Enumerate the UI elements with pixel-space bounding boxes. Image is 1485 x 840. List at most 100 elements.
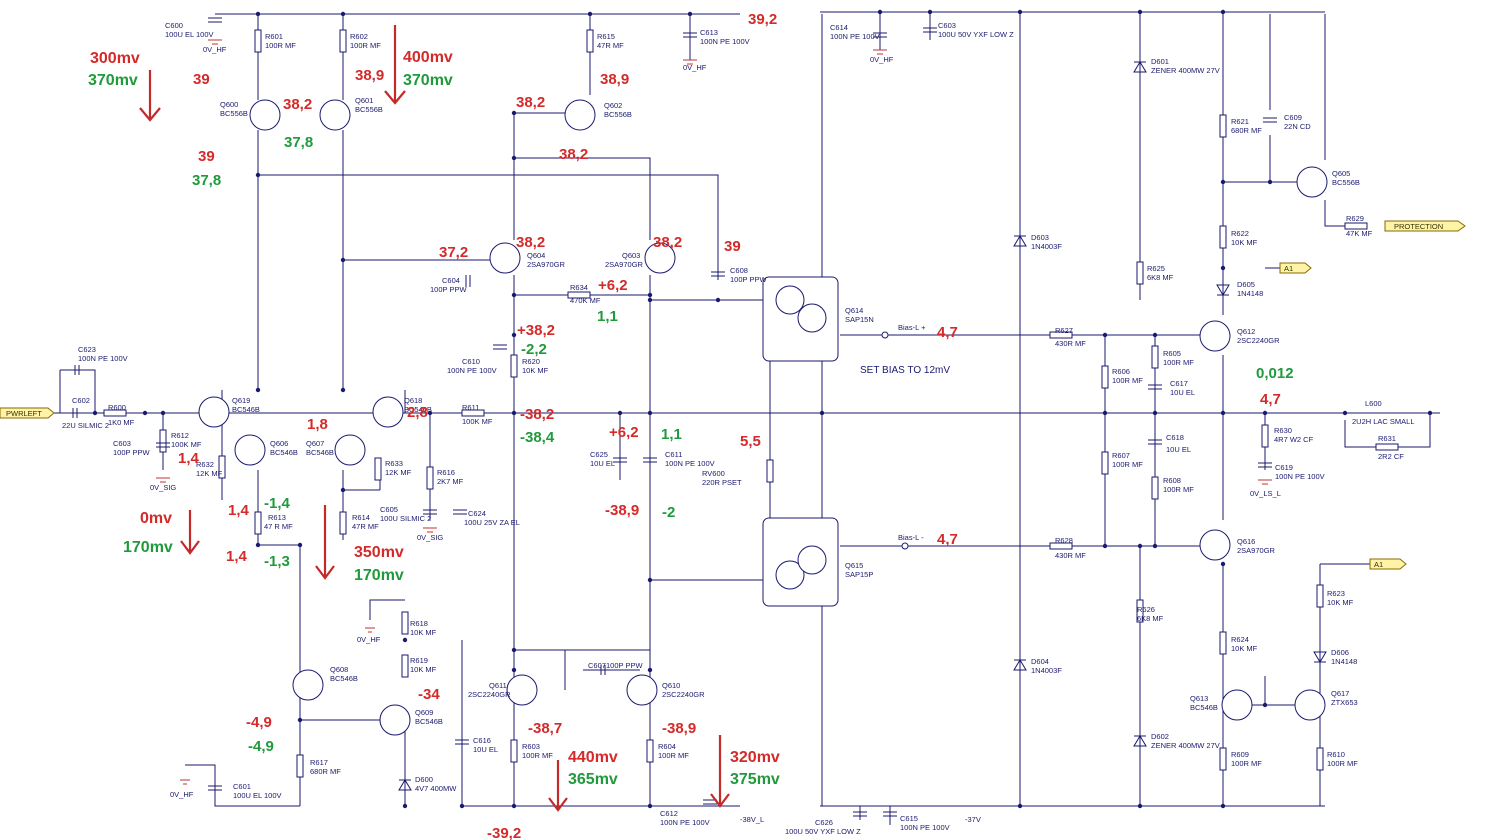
label-q606: Q606 <box>270 439 288 448</box>
red-annotation-arrows <box>139 25 730 812</box>
svg-text:0V_HF: 0V_HF <box>870 55 894 64</box>
svg-text:ZENER 400MW 27V: ZENER 400MW 27V <box>1151 66 1220 75</box>
svg-text:100K MF: 100K MF <box>171 440 202 449</box>
label-c615: C615 <box>900 814 918 823</box>
label-d603: D603 <box>1031 233 1049 242</box>
svg-text:1,1: 1,1 <box>597 308 618 325</box>
label-q602: Q602 <box>604 101 622 110</box>
svg-text:100U SILMIC 2: 100U SILMIC 2 <box>380 514 431 523</box>
label-q614: Q614 <box>845 306 863 315</box>
label-d605: D605 <box>1237 280 1255 289</box>
svg-text:12K MF: 12K MF <box>196 469 223 478</box>
svg-text:0V_LS_L: 0V_LS_L <box>1250 489 1281 498</box>
svg-text:47 R MF: 47 R MF <box>264 522 293 531</box>
svg-text:100P PPW: 100P PPW <box>430 285 467 294</box>
svg-text:100R MF: 100R MF <box>658 751 689 760</box>
svg-text:2SA970GR: 2SA970GR <box>527 260 566 269</box>
label-c613: C613 <box>700 28 718 37</box>
svg-text:ZENER 400MW 27V: ZENER 400MW 27V <box>1151 741 1220 750</box>
label-q612: Q612 <box>1237 327 1255 336</box>
svg-text:BC546B: BC546B <box>1190 703 1218 712</box>
svg-text:10U EL: 10U EL <box>1166 445 1191 454</box>
label-r626: R626 <box>1137 605 1155 614</box>
svg-text:22U SILMIC 2: 22U SILMIC 2 <box>62 421 109 430</box>
svg-text:0V_HF: 0V_HF <box>170 790 194 799</box>
svg-text:1N4003F: 1N4003F <box>1031 666 1062 675</box>
label-r604: R604 <box>658 742 676 751</box>
label-q613: Q613 <box>1190 694 1208 703</box>
svg-text:PROTECTION: PROTECTION <box>1394 222 1443 231</box>
svg-text:2U2H LAC SMALL: 2U2H LAC SMALL <box>1352 417 1415 426</box>
svg-text:470K MF: 470K MF <box>570 296 601 305</box>
label-r605: R605 <box>1163 349 1181 358</box>
svg-text:-38,2: -38,2 <box>520 406 554 423</box>
label-c608: C608 <box>730 266 748 275</box>
label-c609: C609 <box>1284 113 1302 122</box>
svg-text:4,7: 4,7 <box>1260 391 1281 408</box>
svg-text:100R MF: 100R MF <box>1112 460 1143 469</box>
label-r633: R633 <box>385 459 403 468</box>
svg-text:170mv: 170mv <box>123 539 173 556</box>
label-r608: R608 <box>1163 476 1181 485</box>
label-r602: R602 <box>350 32 368 41</box>
svg-text:370mv: 370mv <box>403 72 453 89</box>
svg-text:320mv: 320mv <box>730 749 780 766</box>
svg-text:100P PPW: 100P PPW <box>113 448 150 457</box>
svg-text:38,2: 38,2 <box>516 234 545 251</box>
svg-text:12K MF: 12K MF <box>385 468 412 477</box>
svg-text:1,4: 1,4 <box>226 548 248 565</box>
label-r623: R623 <box>1327 589 1345 598</box>
label-c624: C624 <box>468 509 486 518</box>
label-q604: Q604 <box>527 251 545 260</box>
bias-plus-label: Bias-L + <box>898 323 926 332</box>
svg-text:-38,4: -38,4 <box>520 429 555 446</box>
label-c601: C601 <box>233 782 251 791</box>
label-r620: R620 <box>522 357 540 366</box>
svg-text:-38,9: -38,9 <box>605 502 639 519</box>
label-r619: R619 <box>410 656 428 665</box>
label-r613: R613 <box>268 513 286 522</box>
svg-text:38,9: 38,9 <box>600 71 629 88</box>
svg-text:SAP15P: SAP15P <box>845 570 873 579</box>
svg-text:100N PE 100V: 100N PE 100V <box>78 354 128 363</box>
label-r612: R612 <box>171 431 189 440</box>
svg-text:39,2: 39,2 <box>748 11 777 28</box>
svg-text:BC556B: BC556B <box>355 105 383 114</box>
label-r628: R628 <box>1055 536 1073 545</box>
bias-minus-label: Bias-L - <box>898 533 924 542</box>
resistor-bodies <box>103 29 1399 778</box>
svg-text:680R MF: 680R MF <box>1231 126 1262 135</box>
svg-text:47R MF: 47R MF <box>352 522 379 531</box>
label-r601: R601 <box>265 32 283 41</box>
label-q611: Q611 <box>489 681 507 690</box>
label-q607: Q607 <box>306 439 324 448</box>
svg-text:10K MF: 10K MF <box>410 665 437 674</box>
svg-text:2SA970GR: 2SA970GR <box>605 260 644 269</box>
svg-text:100R MF: 100R MF <box>1327 759 1358 768</box>
label-c625: C625 <box>590 450 608 459</box>
label-q610: Q610 <box>662 681 680 690</box>
svg-text:1,4: 1,4 <box>228 502 250 519</box>
svg-text:37,8: 37,8 <box>284 134 313 151</box>
svg-text:0,012: 0,012 <box>1256 365 1294 382</box>
svg-text:100U EL 100V: 100U EL 100V <box>233 791 282 800</box>
label-c607: C607 <box>588 661 606 670</box>
label-c600: C600 <box>165 21 183 30</box>
svg-text:100N PE 100V: 100N PE 100V <box>665 459 715 468</box>
label-r606: R606 <box>1112 367 1130 376</box>
label-c604: C604 <box>442 276 460 285</box>
svg-text:PWRLEFT: PWRLEFT <box>6 409 42 418</box>
a1-port-top: A1 <box>1279 262 1312 274</box>
svg-text:430R MF: 430R MF <box>1055 339 1086 348</box>
svg-text:680R MF: 680R MF <box>310 767 341 776</box>
label-q601: Q601 <box>355 96 373 105</box>
label-r610: R610 <box>1327 750 1345 759</box>
svg-text:SAP15N: SAP15N <box>845 315 874 324</box>
svg-text:-2: -2 <box>662 504 675 521</box>
label-r629: R629 <box>1346 214 1364 223</box>
svg-text:100N PE 100V: 100N PE 100V <box>447 366 497 375</box>
svg-text:2SC2240GR: 2SC2240GR <box>1237 336 1280 345</box>
svg-text:2SC2240GR: 2SC2240GR <box>468 690 511 699</box>
svg-text:-2,2: -2,2 <box>521 341 547 358</box>
